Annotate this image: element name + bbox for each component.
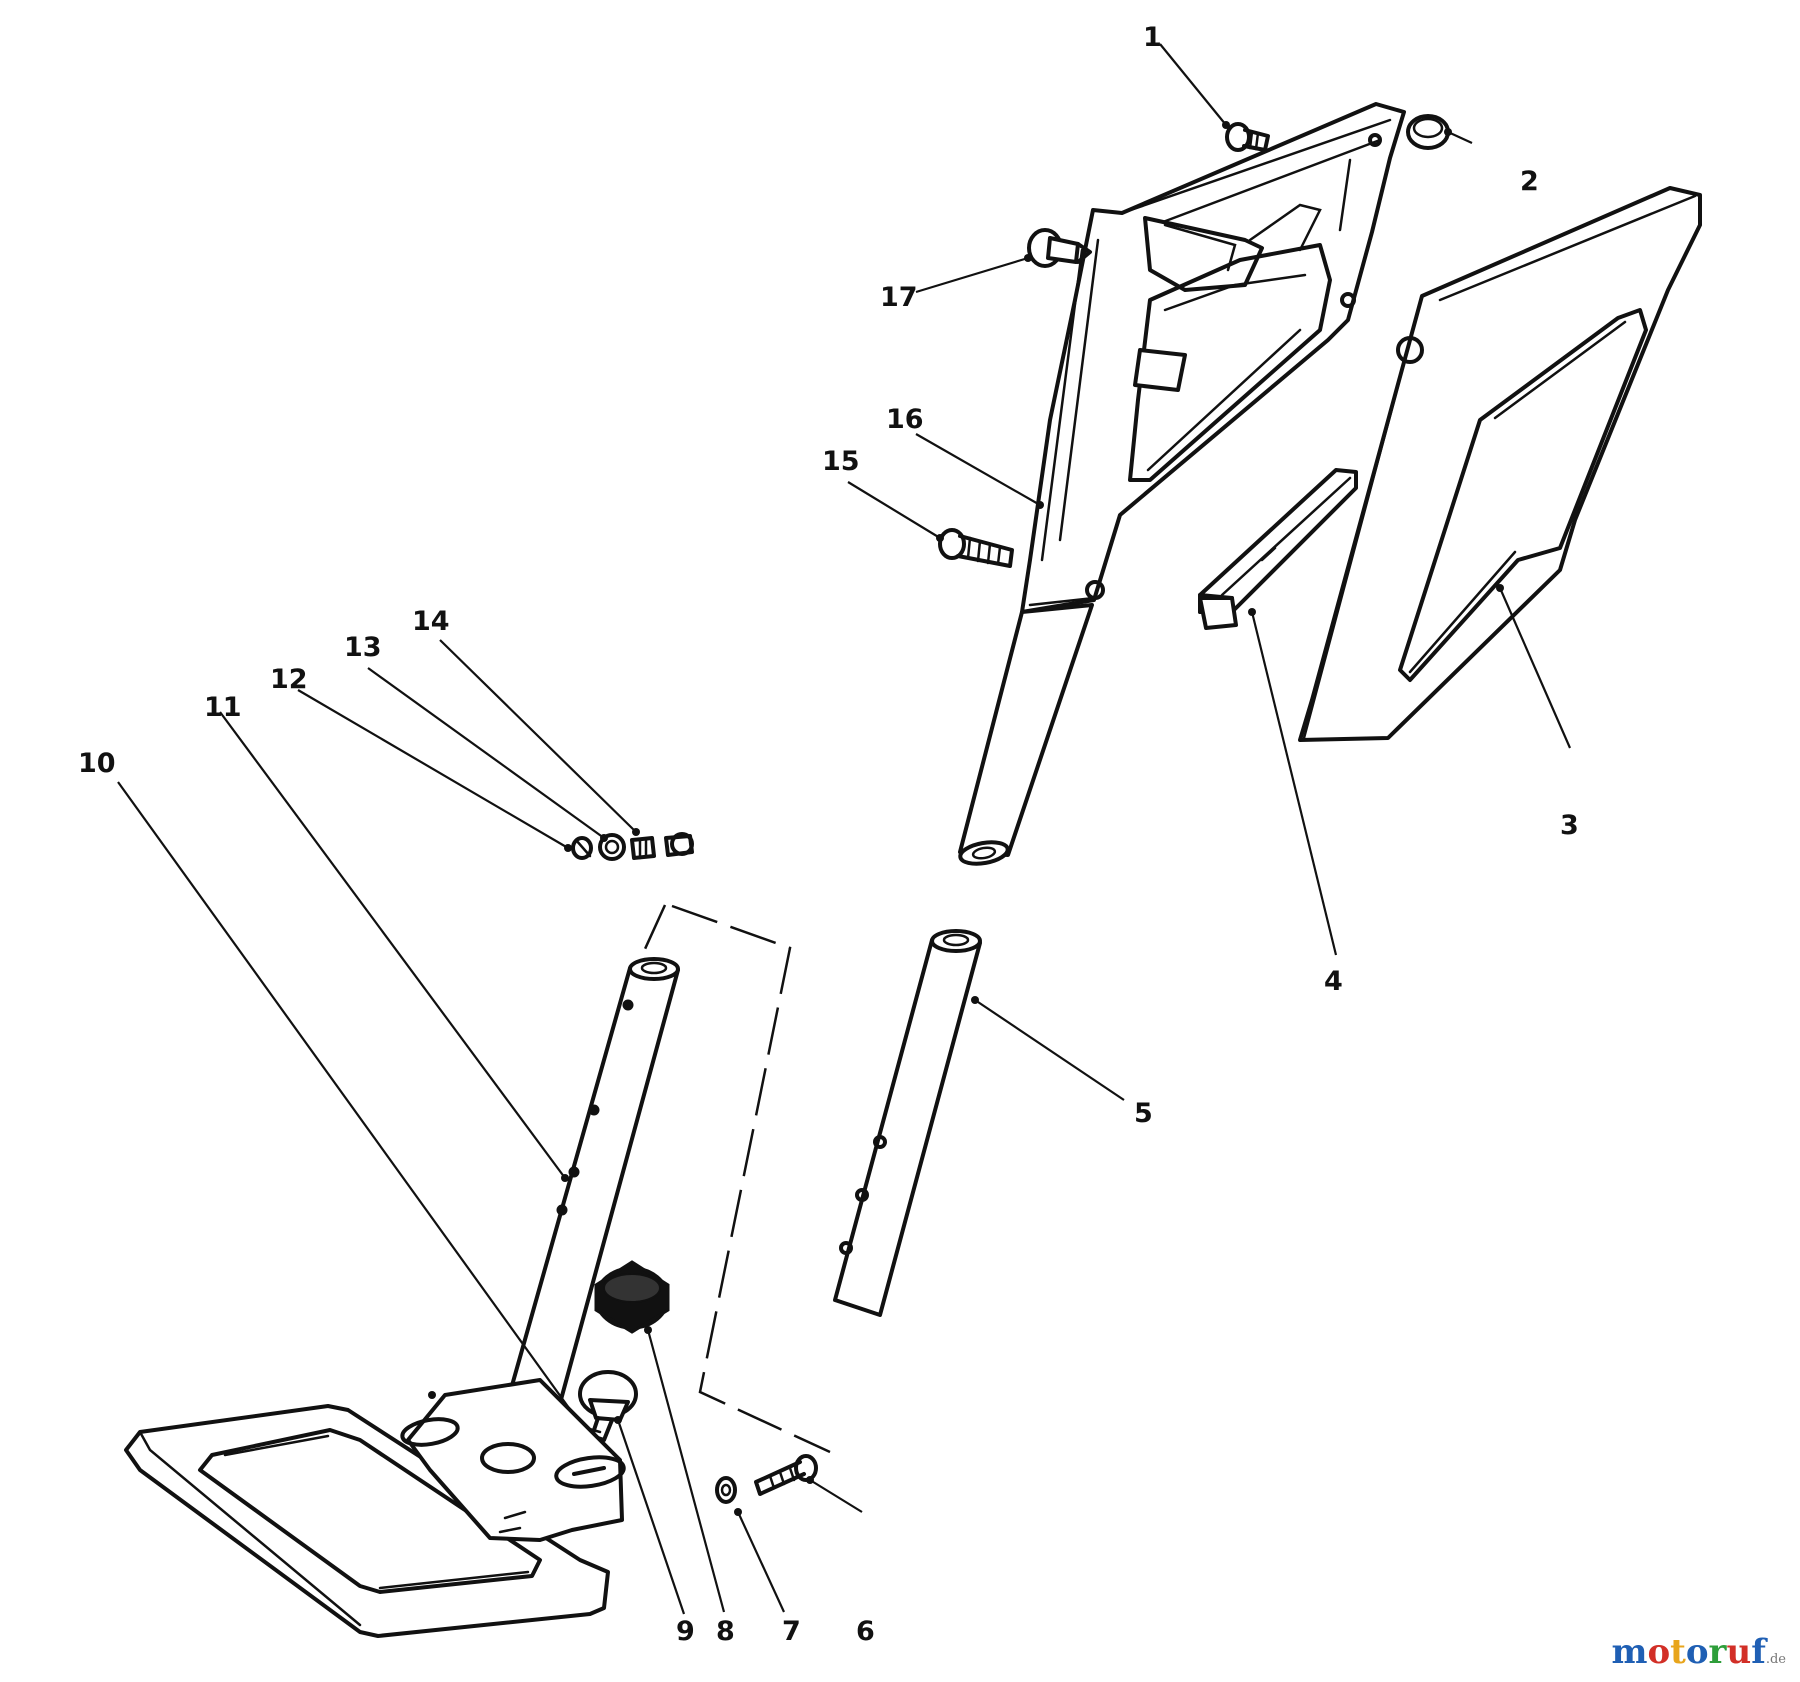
watermark-suffix: .de (1765, 1652, 1786, 1667)
bolt-part-6 (754, 1454, 818, 1496)
callout-13: 13 (344, 632, 382, 663)
screw-part-1 (1225, 122, 1270, 152)
watermark-letter: t (1670, 1632, 1686, 1672)
handle-clip (1198, 468, 1358, 630)
knob-part-17 (1027, 228, 1092, 268)
callout-numbers: 1 2 3 4 5 6 7 8 9 10 11 12 13 14 15 16 1… (78, 22, 1579, 1647)
knob-part-9 (578, 1370, 638, 1442)
callout-9: 9 (676, 1616, 695, 1647)
bumper-part-8 (594, 1260, 670, 1334)
upper-handle-frame (1020, 102, 1406, 614)
middle-tube (833, 929, 982, 1317)
watermark-letter: r (1708, 1632, 1727, 1672)
cap-part-2 (1406, 114, 1450, 150)
leader-lines (117, 43, 1572, 1615)
upper-tube (958, 603, 1094, 866)
callout-14: 14 (412, 606, 450, 637)
callout-12: 12 (270, 664, 308, 695)
callout-2: 2 (1520, 166, 1539, 197)
callout-16: 16 (886, 404, 924, 435)
watermark-letter: m (1611, 1632, 1648, 1672)
handle-grip (1298, 186, 1702, 742)
callout-4: 4 (1324, 966, 1343, 997)
callout-7: 7 (782, 1616, 801, 1647)
watermark-logo: motoruf.de (1611, 1632, 1786, 1672)
assembly-guide (638, 904, 831, 1454)
callout-10: 10 (78, 748, 116, 779)
hardware-set (571, 832, 694, 861)
washer-part-7 (715, 1476, 737, 1504)
screw-part-15 (938, 528, 1014, 568)
callout-5: 5 (1134, 1098, 1153, 1129)
lower-tube (498, 957, 680, 1442)
callout-17: 17 (880, 282, 918, 313)
callout-15: 15 (822, 446, 860, 477)
callout-6: 6 (856, 1616, 875, 1647)
watermark-letter: u (1726, 1632, 1752, 1672)
callout-3: 3 (1560, 810, 1579, 841)
callout-1: 1 (1143, 22, 1162, 53)
callout-8: 8 (716, 1616, 735, 1647)
watermark-letter: f (1751, 1632, 1766, 1672)
watermark-letter: o (1685, 1632, 1709, 1672)
watermark-letter: o (1647, 1632, 1671, 1672)
base-foot (124, 1378, 626, 1638)
callout-11: 11 (204, 692, 242, 723)
